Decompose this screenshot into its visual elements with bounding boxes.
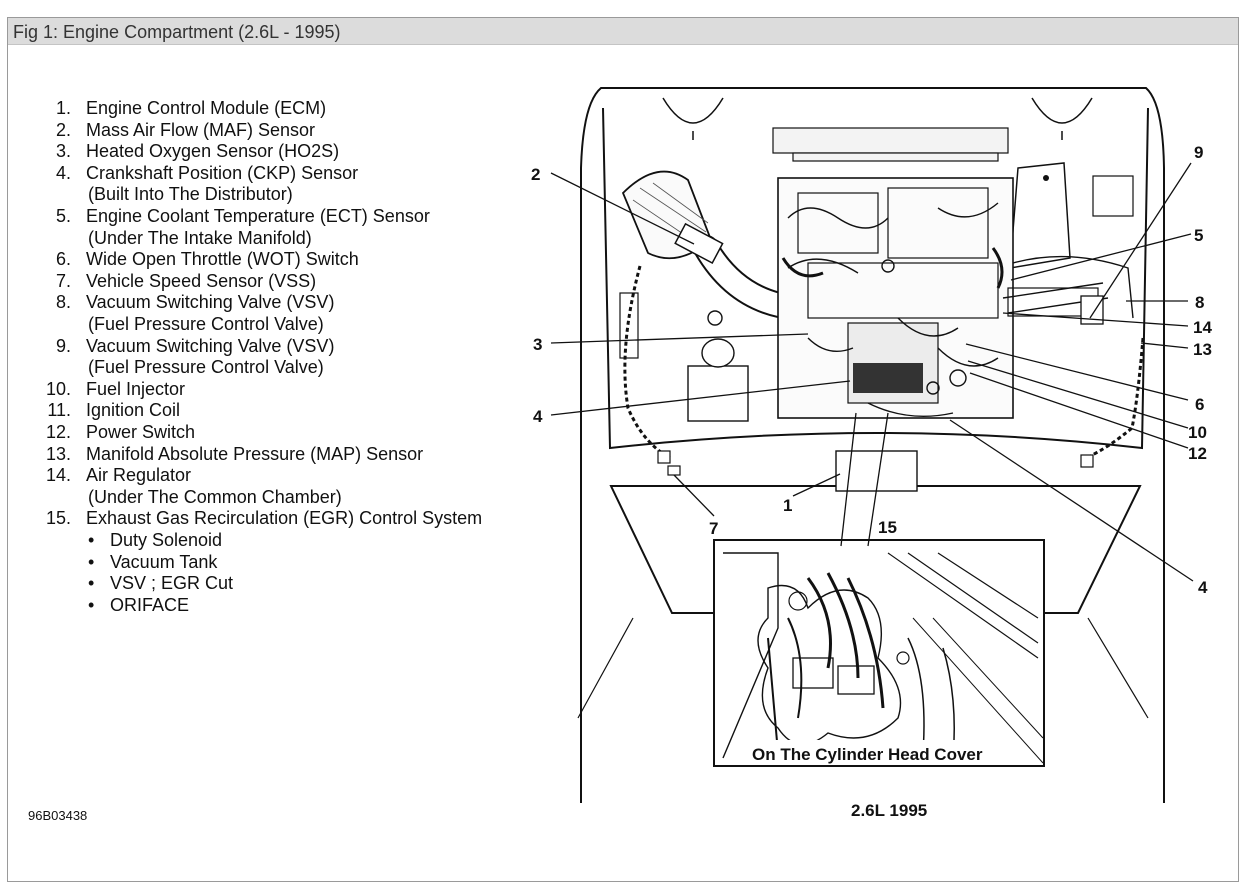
callout-5: 5: [1194, 226, 1203, 245]
engine-compartment-diagram: 2 3 4 1 7 9 5 8 14 13 6 10 12 4 15 On Th…: [531, 87, 1212, 820]
legend-number: 6.: [55, 249, 71, 270]
figure-title: Fig 1: Engine Compartment (2.6L - 1995): [13, 22, 341, 42]
callout-4: 4: [533, 407, 543, 426]
washer-reservoir: [619, 292, 749, 422]
engine-block: [777, 177, 1134, 419]
bullet-icon: •: [88, 594, 95, 615]
callout-3: 3: [533, 335, 542, 354]
legend-text: Mass Air Flow (MAF) Sensor: [86, 119, 316, 140]
legend-subtext: (Fuel Pressure Control Valve): [88, 314, 324, 334]
callout-10: 10: [1188, 423, 1207, 442]
legend-number: 12.: [45, 422, 71, 442]
legend-number: 15.: [45, 508, 71, 529]
legend-text: Engine Control Module (ECM): [86, 98, 327, 118]
legend-text: Manifold Absolute Pressure (MAP) Sensor: [86, 443, 424, 464]
callout-9: 9: [1194, 143, 1203, 162]
legend-bullet-text: Vacuum Tank: [110, 551, 218, 572]
callout-12: 12: [1188, 444, 1207, 463]
callout-1: 1: [783, 496, 792, 515]
bullet-icon: •: [88, 573, 95, 594]
legend-number: 13.: [45, 443, 71, 464]
legend-text: Vehicle Speed Sensor (VSS): [86, 270, 317, 291]
legend-number: 10.: [45, 378, 71, 399]
callout-2: 2: [531, 165, 540, 184]
legend-number: 2.: [55, 119, 71, 140]
figure-window: Fig 1: Engine Compartment (2.6L - 1995) …: [7, 17, 1239, 882]
legend-number: 3.: [55, 141, 71, 162]
callout-13: 13: [1193, 340, 1212, 359]
legend-number: 11.: [47, 400, 71, 421]
callout-15: 15: [878, 518, 897, 537]
legend-text: Fuel Injector: [86, 378, 186, 399]
legend-text: Power Switch: [86, 422, 196, 442]
inset-detail: [713, 539, 1045, 767]
legend-number: 5.: [55, 206, 71, 226]
strut-tower-left: [662, 97, 1093, 140]
legend-text: Crankshaft Position (CKP) Sensor: [86, 162, 359, 183]
legend-text: Exhaust Gas Recirculation (EGR) Control …: [86, 508, 483, 529]
fender-small-parts: [657, 450, 1094, 476]
callout-8: 8: [1195, 293, 1204, 312]
document-id: 96B03438: [28, 808, 88, 823]
bullet-icon: •: [88, 551, 95, 572]
legend-text: Air Regulator: [86, 465, 192, 486]
legend-subtext: (Under The Common Chamber): [88, 486, 342, 507]
legend-bullet-text: ORIFACE: [110, 594, 190, 615]
callout-6: 6: [1195, 395, 1204, 414]
legend-text: Heated Oxygen Sensor (HO2S): [86, 141, 340, 162]
legend-bullet-text: VSV ; EGR Cut: [110, 573, 234, 594]
battery: [1009, 162, 1134, 269]
callout-7: 7: [709, 519, 718, 538]
diagram-caption: 2.6L 1995: [851, 801, 927, 820]
legend-bullet-text: Duty Solenoid: [110, 530, 223, 550]
radiator: [772, 127, 1009, 162]
legend-subtext: (Fuel Pressure Control Valve): [88, 357, 324, 378]
bullet-icon: •: [88, 530, 95, 550]
callout-14: 14: [1193, 318, 1212, 337]
legend-text: Ignition Coil: [86, 400, 181, 421]
legend-number: 8.: [55, 292, 71, 313]
legend-subtext: (Built Into The Distributor): [88, 184, 293, 205]
legend-number: 14.: [45, 465, 71, 486]
legend-number: 9.: [55, 335, 71, 356]
callout-4b: 4: [1198, 578, 1208, 597]
legend-text: Vacuum Switching Valve (VSV): [86, 335, 335, 356]
legend-number: 1.: [55, 98, 71, 118]
legend-number: 7.: [55, 270, 71, 291]
legend-subtext: (Under The Intake Manifold): [88, 227, 312, 248]
legend-text: Engine Coolant Temperature (ECT) Sensor: [86, 206, 430, 226]
legend-number: 4.: [55, 162, 71, 183]
inset-caption-bg: [748, 740, 1013, 764]
inset-caption: On The Cylinder Head Cover: [752, 745, 983, 764]
legend-text: Vacuum Switching Valve (VSV): [86, 292, 335, 313]
vehicle-outline: [577, 87, 1165, 803]
legend-text: Wide Open Throttle (WOT) Switch: [86, 249, 359, 270]
callout-labels: 2 3 4 1 7 9 5 8 14 13 6 10 12 4 15: [531, 143, 1212, 597]
wiring-harness: [623, 265, 1145, 460]
leader-lines: [550, 162, 1194, 582]
title-bar: Fig 1: Engine Compartment (2.6L - 1995): [8, 18, 1238, 45]
